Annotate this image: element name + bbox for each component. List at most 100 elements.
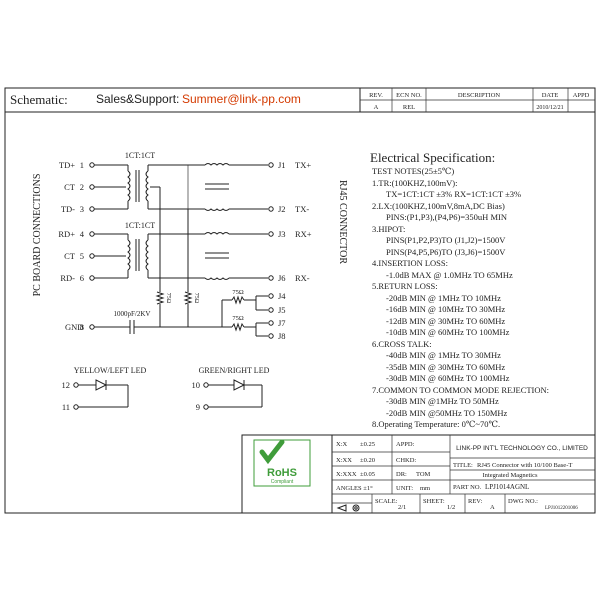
tol1-value: ±0.25 bbox=[360, 441, 375, 448]
led-left-pin-12: 12 bbox=[62, 380, 71, 390]
pin-number-2: 2 bbox=[80, 182, 84, 192]
unit-value: mm bbox=[420, 485, 430, 492]
gnd-label: GND bbox=[65, 322, 83, 332]
spec-line: 7.COMMON TO COMMON MODE REJECTION: bbox=[372, 384, 550, 395]
ground-bus bbox=[89, 300, 223, 334]
rohs-logo: RoHS Compliant bbox=[253, 439, 311, 487]
pin-name-rx-minus: RX- bbox=[295, 273, 310, 283]
spec-line: -1.0dB MAX @ 1.0MHz TO 65MHz bbox=[386, 269, 513, 280]
spec-line: PINS(P4,P5,P6)TO (J3,J6)=1500V bbox=[386, 246, 506, 257]
spec-line: 1.TR:(100KHZ,100mV): bbox=[372, 177, 458, 188]
spec-line: -40dB MIN @ 1MHz TO 30MHz bbox=[386, 350, 501, 360]
pc-board-label: PC BOARD CONNECTIONS bbox=[32, 174, 43, 297]
pin-label-j3: J3 bbox=[278, 229, 286, 239]
company-name: LINK-PP INT'L TECHNOLOGY CO., LIMITED bbox=[456, 445, 588, 452]
rj45-connector-label: RJ45 CONNECTOR bbox=[337, 180, 348, 264]
pin-number-3: 3 bbox=[80, 204, 84, 214]
date-header: DATE bbox=[542, 92, 559, 99]
ecn-value: REL bbox=[403, 104, 415, 111]
tol2-label: X:XX bbox=[336, 457, 352, 464]
angles-label: ANGLES ±1° bbox=[336, 485, 373, 492]
pin-name-rx-plus: RX+ bbox=[295, 229, 312, 239]
projection-symbol bbox=[336, 504, 360, 512]
sales-email-link[interactable]: Summer@link-pp.com bbox=[182, 92, 301, 106]
spec-line: 6.CROSS TALK: bbox=[372, 338, 432, 349]
spec-line: -35dB MIN @ 30MHz TO 60MHz bbox=[386, 361, 506, 372]
spec-line: -10dB MIN @ 60MHz TO 100MHz bbox=[386, 327, 510, 337]
sales-label: Sales&Support: bbox=[96, 92, 180, 106]
rev-value: A bbox=[374, 104, 379, 111]
resistor-label-b: 75Ω bbox=[232, 315, 244, 322]
tol3-value: ±0.05 bbox=[360, 471, 375, 478]
pin-number-4: 4 bbox=[80, 229, 85, 239]
right-pin-leads bbox=[268, 162, 274, 281]
spec-line: PINS:(P1,P3),(P4,P6)=350uH MIN bbox=[386, 212, 507, 222]
rev-block-label: REV: bbox=[468, 498, 483, 505]
spec-line: -12dB MIN @ 30MHz TO 60MHz bbox=[386, 315, 506, 326]
led-right-title: GREEN/RIGHT LED bbox=[199, 366, 270, 375]
transformer-bottom bbox=[116, 232, 268, 280]
chkd-label: CHKD: bbox=[396, 457, 416, 464]
spec-line: TX=1CT:1CT ±3% RX=1CT:1CT ±3% bbox=[386, 189, 522, 199]
spec-line: PINS(P1,P2,P3)TO (J1,J2)=1500V bbox=[386, 235, 506, 245]
led-left-symbol bbox=[73, 379, 129, 410]
spec-line: -30dB MIN @1MHz TO 50MHz bbox=[386, 396, 499, 406]
part-number: LPJ1014AGNL bbox=[485, 483, 529, 491]
title-label: TITLE: bbox=[453, 462, 473, 469]
pin-label-j2: J2 bbox=[278, 204, 286, 214]
dr-value: TOM bbox=[416, 471, 431, 478]
transformer-top bbox=[116, 163, 268, 292]
termination-resistors: 75Ω 75Ω bbox=[155, 187, 199, 327]
pin-number-5: 5 bbox=[80, 251, 84, 261]
pin-name-tx-plus: TX+ bbox=[295, 160, 311, 170]
spec-line: 5.RETURN LOSS: bbox=[372, 281, 438, 291]
dr-label: DR: bbox=[396, 471, 407, 478]
pin-number-1: 1 bbox=[80, 160, 84, 170]
transformer-top-ratio: 1CT:1CT bbox=[125, 151, 155, 160]
spec-line: TEST NOTES(25±5℃) bbox=[372, 166, 455, 176]
rev-header: REV. bbox=[369, 92, 383, 99]
capacitor-label: 1000pF/2KV bbox=[114, 310, 151, 318]
unused-pair-network bbox=[222, 293, 274, 339]
tol2-value: ±0.20 bbox=[360, 457, 375, 464]
spec-line: -20dB MIN @50MHz TO 150MHz bbox=[386, 407, 508, 418]
led-right-pin-10: 10 bbox=[192, 380, 201, 390]
pin-number-6: 6 bbox=[80, 273, 84, 283]
spec-line: -30dB MIN @ 60MHz TO 100MHz bbox=[386, 373, 510, 383]
led-right-pin-9: 9 bbox=[196, 402, 200, 412]
scale-label: SCALE: bbox=[375, 498, 398, 505]
jack-j8: J8 bbox=[278, 331, 286, 341]
led-left-title: YELLOW/LEFT LED bbox=[74, 366, 147, 375]
spec-line: -20dB MIN @ 1MHz TO 10MHz bbox=[386, 292, 501, 303]
tol1-label: X:X bbox=[336, 441, 348, 448]
scale-value: 2/1 bbox=[398, 504, 406, 511]
left-pin-labels: TD+ 1 CT 2 TD- 3 RD+ 4 CT 5 RD- 6 bbox=[58, 160, 84, 283]
pin-label-j1: J1 bbox=[278, 160, 286, 170]
pin-label-j6: J6 bbox=[278, 273, 286, 283]
spec-line: 4.INSERTION LOSS: bbox=[372, 258, 448, 268]
left-pin-leads bbox=[89, 162, 128, 281]
jack-j4: J4 bbox=[278, 291, 286, 301]
resistor-label-v1: 75Ω bbox=[165, 293, 171, 304]
transformer-bottom-ratio: 1CT:1CT bbox=[125, 221, 155, 230]
rohs-text: RoHS bbox=[267, 467, 297, 479]
pin-label-rd-plus: RD+ bbox=[58, 229, 75, 239]
right-pin-labels: J1 TX+ J2 TX- J3 RX+ J6 RX- bbox=[278, 160, 312, 283]
pin-label-ct-top: CT bbox=[64, 182, 76, 192]
sheet-label: SHEET: bbox=[423, 498, 445, 505]
unit-label: UNIT: bbox=[396, 485, 413, 492]
appd-label: APPD: bbox=[396, 441, 415, 448]
title-line-1: RJ45 Connector with 10/100 Base-T bbox=[477, 462, 572, 469]
dwg-number: LPJ1012201006 bbox=[545, 506, 578, 511]
pin-label-td-plus: TD+ bbox=[59, 160, 75, 170]
revision-table: REV. ECN NO. DESCRIPTION DATE APPD A REL… bbox=[359, 87, 596, 113]
spec-line: 3.HIPOT: bbox=[372, 223, 406, 234]
title-line-2: Integrated Magnetics bbox=[482, 472, 538, 479]
resistor-label-a: 75Ω bbox=[232, 289, 244, 296]
ecn-header: ECN NO. bbox=[396, 92, 422, 99]
pin-label-rd-minus: RD- bbox=[60, 273, 75, 283]
spec-title: Electrical Specification: bbox=[370, 150, 496, 165]
appd-header: APPD bbox=[573, 92, 590, 99]
